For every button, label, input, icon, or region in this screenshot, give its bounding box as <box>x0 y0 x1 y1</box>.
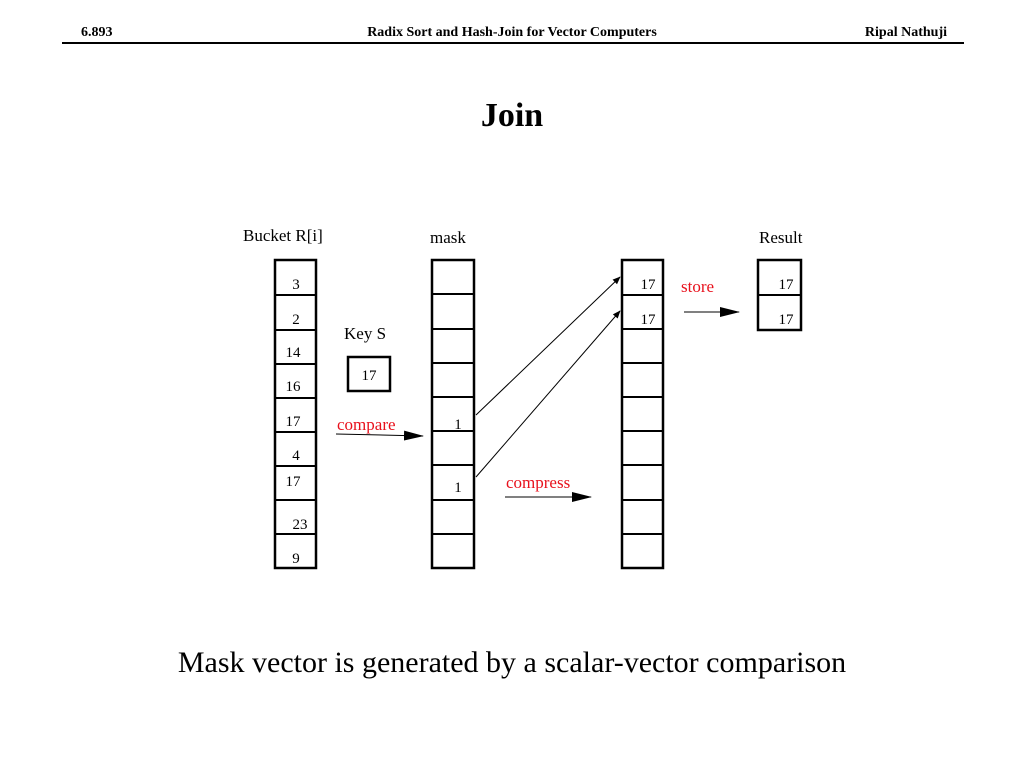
bucket-cell: 17 <box>286 474 302 490</box>
bucket-cell: 9 <box>292 551 300 567</box>
route-arrow <box>475 276 621 416</box>
store-label: store <box>681 277 714 296</box>
compare-label: compare <box>337 415 396 434</box>
header-course: 6.893 <box>81 25 113 40</box>
bucket-cell: 2 <box>292 312 300 328</box>
compare-arrow <box>335 430 424 441</box>
compressed-column: 17 17 <box>620 258 665 570</box>
bucket-cell: 4 <box>292 448 300 464</box>
header-rule <box>62 42 964 44</box>
mask-cell: 1 <box>454 417 462 433</box>
key-label: Key S <box>344 324 386 343</box>
mask-cell: 1 <box>454 480 462 496</box>
key-value: 17 <box>362 368 378 384</box>
slide-title: Join <box>480 97 544 134</box>
mask-column: 1 1 <box>430 258 476 570</box>
compressed-cell: 17 <box>641 277 657 293</box>
key-box: 17 <box>346 355 392 393</box>
bucket-cell: 23 <box>293 517 308 533</box>
bucket-cell: 14 <box>286 345 302 361</box>
bucket-cell: 16 <box>286 379 302 395</box>
slide-caption: Mask vector is generated by a scalar-vec… <box>177 646 847 679</box>
bucket-label: Bucket R[i] <box>243 226 323 245</box>
route-arrow <box>475 310 621 478</box>
compressed-cell: 17 <box>641 312 657 328</box>
header-author: Ripal Nathuji <box>864 25 947 40</box>
result-column: 17 17 <box>756 258 803 332</box>
bucket-cell: 17 <box>286 414 302 430</box>
result-cell: 17 <box>779 277 795 293</box>
compress-label: compress <box>506 473 570 492</box>
bucket-column: 3 2 14 16 17 4 17 23 9 <box>273 258 318 570</box>
bucket-cell: 3 <box>292 277 300 293</box>
header-title: Radix Sort and Hash-Join for Vector Comp… <box>367 25 657 40</box>
result-label: Result <box>759 228 803 247</box>
result-cell: 17 <box>779 312 795 328</box>
mask-label: mask <box>430 228 466 247</box>
